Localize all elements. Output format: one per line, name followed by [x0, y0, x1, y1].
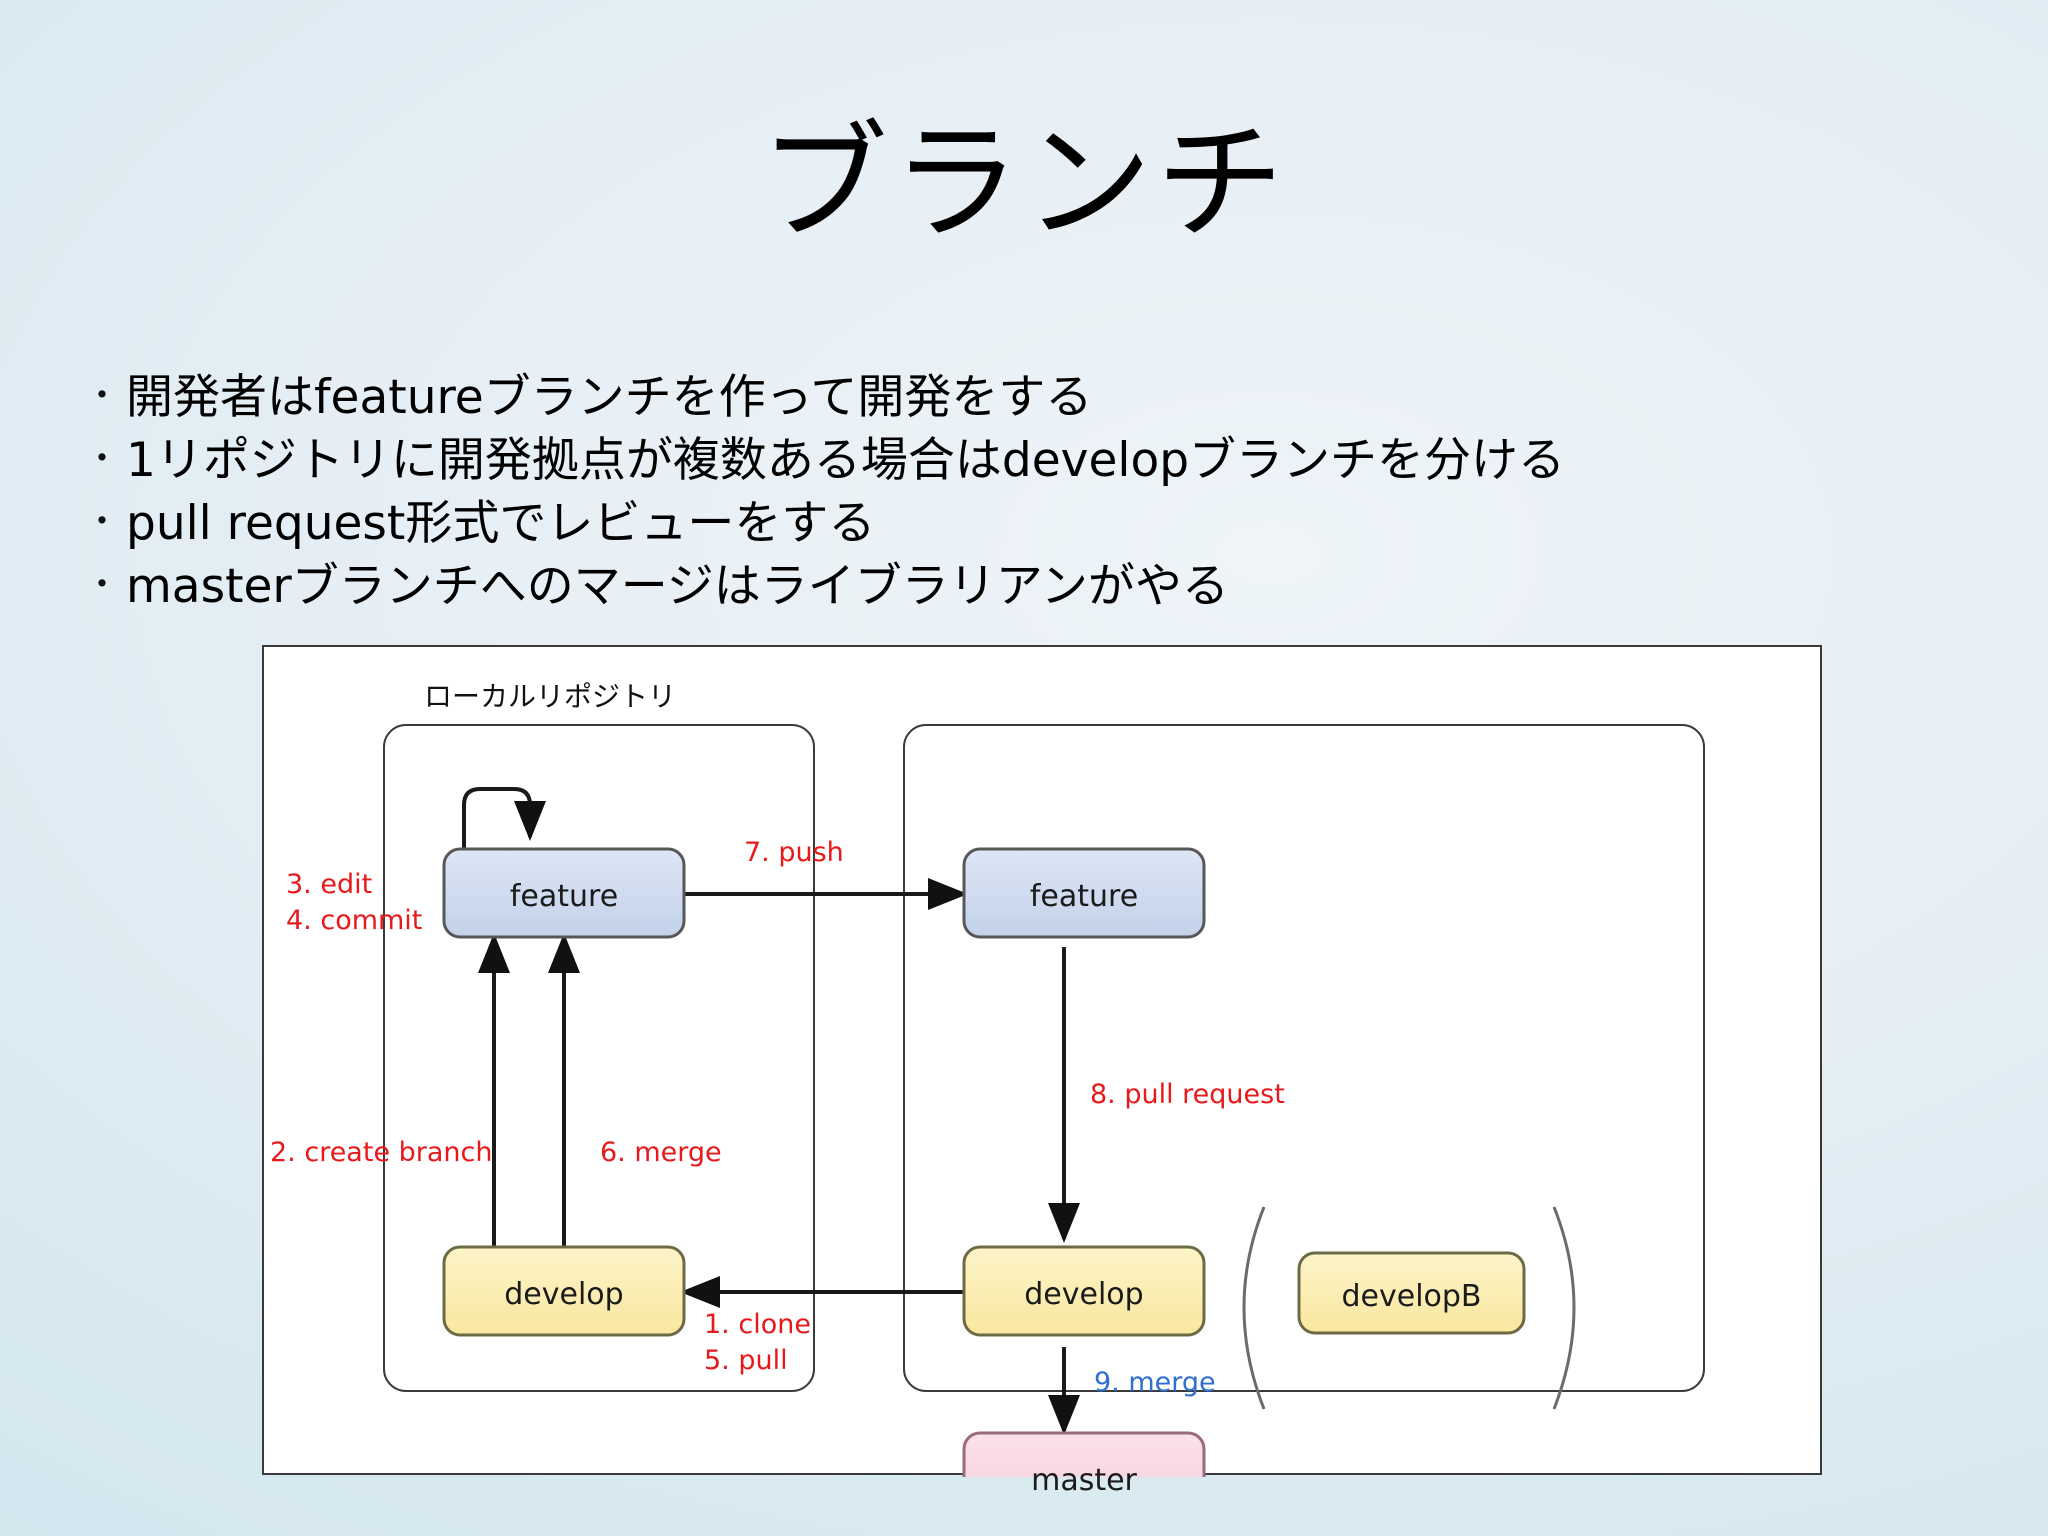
bullet-marker-icon: ・	[85, 439, 119, 479]
page-title: ブランチ	[759, 109, 1288, 258]
edge-label-edit: 3. edit	[286, 869, 373, 900]
list-item: ・ masterブランチへのマージはライブラリアンがやる	[78, 547, 1978, 614]
edge-label-push: 7. push	[744, 837, 844, 868]
bullet-text: 開発者はfeatureブランチを作って開発をする	[126, 370, 1093, 425]
bullet-marker-icon: ・	[85, 565, 119, 605]
bullet-list: ・ 開発者はfeatureブランチを作って開発をする ・ 1リポジトリに開発拠点…	[78, 358, 1978, 614]
list-item: ・ pull request形式でレビューをする	[78, 484, 1978, 551]
bullet-marker-icon: ・	[85, 376, 119, 416]
edge-label-commit: 4. commit	[286, 905, 423, 936]
bullet-text: pull request形式でレビューをする	[126, 496, 876, 551]
edge-label-clone: 1. clone	[704, 1309, 811, 1340]
diagram-group-caption-local-repository: ローカルリポジトリ	[424, 680, 677, 713]
branch-workflow-diagram: ローカルリポジトリ feature develop feature develo…	[262, 645, 1822, 1498]
bullet-text: 1リポジトリに開発拠点が複数ある場合はdevelopブランチを分ける	[126, 433, 1566, 488]
diagram-vector-layer	[383, 724, 1705, 1477]
edge-label-merge-local: 6. merge	[600, 1137, 722, 1168]
edge-label-create-branch: 2. create branch	[270, 1137, 493, 1168]
edge-label-merge-remote: 9. merge	[1094, 1367, 1216, 1398]
bullet-text: masterブランチへのマージはライブラリアンがやる	[126, 559, 1229, 614]
list-item: ・ 1リポジトリに開発拠点が複数ある場合はdevelopブランチを分ける	[78, 421, 1978, 488]
edge-label-pull-request: 8. pull request	[1090, 1079, 1285, 1110]
edge-label-pull: 5. pull	[704, 1345, 788, 1376]
diagram-canvas: ローカルリポジトリ feature develop feature develo…	[264, 647, 1820, 1498]
bullet-marker-icon: ・	[85, 502, 119, 542]
list-item: ・ 開発者はfeatureブランチを作って開発をする	[78, 358, 1978, 425]
